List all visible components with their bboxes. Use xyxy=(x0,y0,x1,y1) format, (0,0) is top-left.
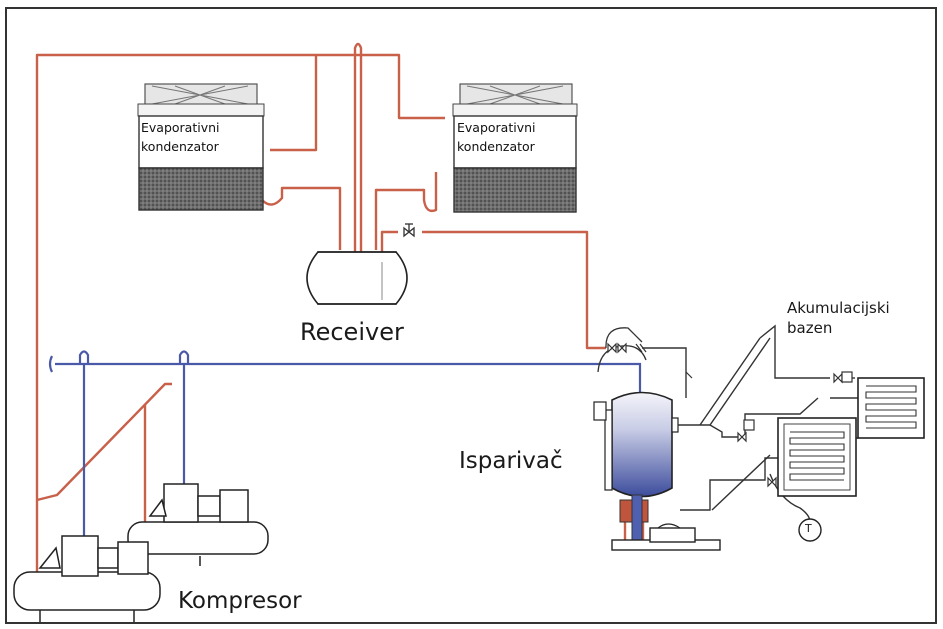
receiver-label: Receiver xyxy=(300,318,404,346)
condenser-right xyxy=(452,83,578,213)
compressor-label: Kompresor xyxy=(178,588,302,614)
compressor-front xyxy=(13,535,161,622)
storage-tank-label: Akumulacijski bazen xyxy=(787,299,890,337)
storage-tank-lower xyxy=(777,417,857,497)
compressor-rear xyxy=(127,483,269,566)
evaporator-vessel xyxy=(593,327,721,551)
receiver-valve-icon xyxy=(403,223,415,238)
thermometer-icon xyxy=(798,518,822,542)
receiver-tank xyxy=(306,251,408,305)
suction-lines xyxy=(48,350,642,555)
storage-tank-upper xyxy=(857,377,925,439)
condenser-left-label: Evaporativni kondenzator xyxy=(141,118,220,156)
diagram-border xyxy=(5,7,937,624)
condenser-right-label-text: Evaporativni kondenzator xyxy=(457,120,536,154)
thermometer-label: T xyxy=(805,522,812,535)
condenser-left xyxy=(137,83,265,211)
evaporator-label: Isparivač xyxy=(459,448,563,474)
condenser-right-label: Evaporativni kondenzator xyxy=(457,118,536,156)
condenser-left-label-text: Evaporativni kondenzator xyxy=(141,120,220,154)
